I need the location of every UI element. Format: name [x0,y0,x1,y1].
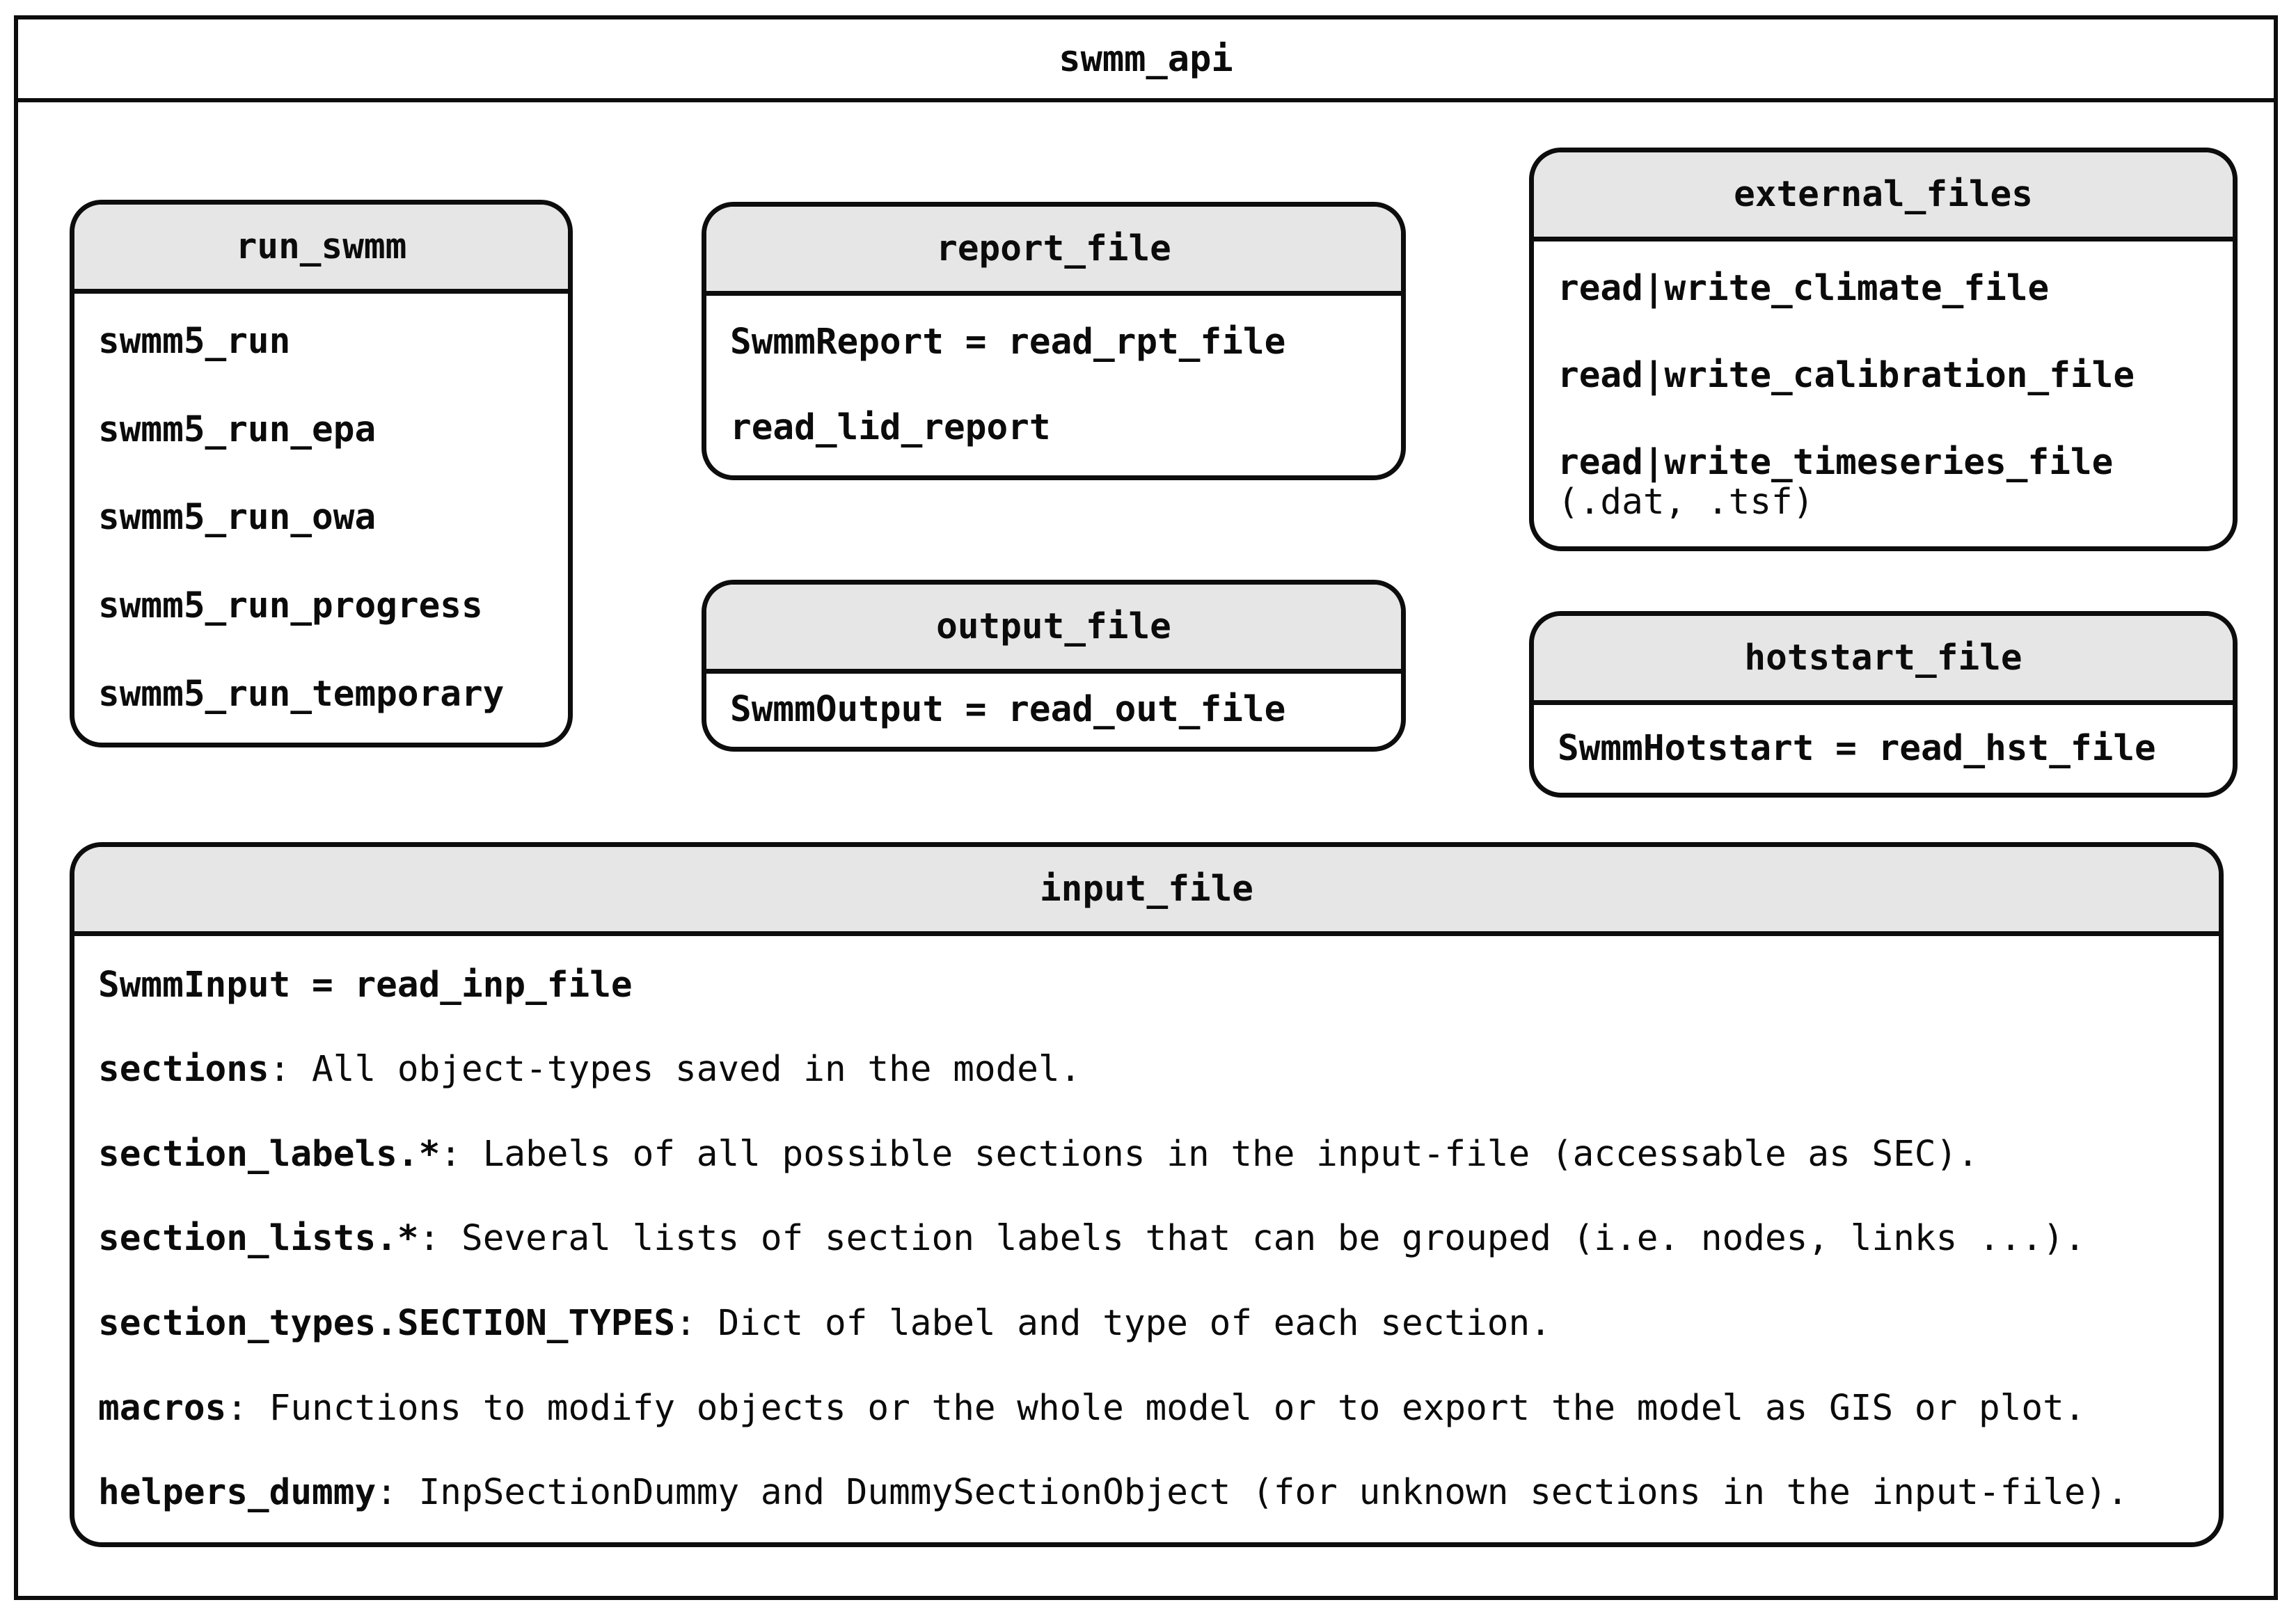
node-run-swmm: run_swmm swmm5_run swmm5_run_epa swmm5_r… [70,200,573,747]
node-title: report_file [936,228,1171,269]
node-body-external-files: read|write_climate_file read|write_calib… [1534,242,2233,546]
item-key: macros [98,1387,227,1429]
item-key: section_lists.* [98,1218,419,1260]
list-item: read|write_climate_file [1558,268,2209,310]
list-item: swmm5_run_owa [98,497,544,539]
node-input-file: input_file SwmmInput = read_inp_file sec… [70,842,2224,1547]
item-key: sections [98,1049,269,1091]
item-text: swmm5_run [98,321,291,363]
node-header-report-file: report_file [706,207,1401,296]
list-item: helpers_dummy: InpSectionDummy and Dummy… [98,1472,2195,1514]
list-item: swmm5_run_progress [98,585,544,627]
node-body-output-file: SwmmOutput = read_out_file [706,674,1401,747]
diagram-title-bar: swmm_api [18,19,2274,102]
item-description: : Functions to modify objects or the who… [226,1387,2086,1429]
item-description: : Several lists of section labels that c… [418,1218,2086,1260]
list-item: section_labels.*: Labels of all possible… [98,1134,2195,1175]
item-description: : Labels of all possible sections in the… [440,1133,1979,1175]
item-text: swmm5_run_epa [98,409,377,450]
list-item: SwmmReport = read_rpt_file [730,322,1377,363]
node-output-file: output_file SwmmOutput = read_out_file [702,580,1406,752]
item-description: : InpSectionDummy and DummySectionObject… [376,1472,2128,1514]
item-text: swmm5_run_temporary [98,673,505,715]
item-key: section_types.SECTION_TYPES [98,1302,676,1344]
list-item: SwmmHotstart = read_hst_file [1558,728,2209,770]
list-item: swmm5_run_epa [98,409,544,451]
list-item: macros: Functions to modify objects or t… [98,1388,2195,1430]
item-key: section_labels.* [98,1133,441,1175]
node-title: external_files [1734,174,2033,215]
item-description: : All object-types saved in the model. [269,1049,1082,1091]
item-note: (.dat, .tsf) [1558,481,1814,523]
node-title: output_file [936,606,1171,647]
list-item: SwmmInput = read_inp_file [98,965,2195,1006]
node-title: hotstart_file [1744,638,2022,679]
outer-frame: swmm_api [14,15,2278,1600]
node-body-report-file: SwmmReport = read_rpt_file read_lid_repo… [706,296,1401,475]
node-header-input-file: input_file [74,847,2219,936]
list-item: swmm5_run_temporary [98,674,544,715]
node-header-hotstart-file: hotstart_file [1534,616,2233,705]
item-text: swmm5_run_owa [98,497,377,539]
list-item: section_types.SECTION_TYPES: Dict of lab… [98,1303,2195,1345]
node-report-file: report_file SwmmReport = read_rpt_file r… [702,202,1406,480]
list-item: swmm5_run [98,321,544,363]
list-item: SwmmOutput = read_out_file [730,689,1377,731]
item-key: helpers_dummy [98,1472,377,1514]
list-item: read_lid_report [730,407,1377,449]
item-description: : Dict of label and type of each section… [675,1302,1551,1344]
item-text: read|write_timeseries_file [1558,442,2114,484]
diagram-title: swmm_api [1059,38,1233,80]
list-item: read|write_calibration_file [1558,355,2209,397]
item-text: read|write_calibration_file [1558,355,2135,397]
item-text: SwmmHotstart = read_hst_file [1558,727,2156,769]
list-item: read|write_timeseries_file(.dat, .tsf) [1558,442,2209,519]
item-text: SwmmOutput = read_out_file [730,689,1286,731]
item-key: SwmmInput = read_inp_file [98,964,633,1006]
node-header-run-swmm: run_swmm [74,205,568,294]
node-hotstart-file: hotstart_file SwmmHotstart = read_hst_fi… [1529,611,2238,798]
node-body-hotstart-file: SwmmHotstart = read_hst_file [1534,705,2233,793]
item-text: SwmmReport = read_rpt_file [730,322,1286,363]
node-header-external-files: external_files [1534,152,2233,242]
item-text: swmm5_run_progress [98,585,483,626]
node-title: input_file [1039,869,1254,910]
node-title: run_swmm [235,226,407,267]
list-item: section_lists.*: Several lists of sectio… [98,1218,2195,1260]
node-body-input-file: SwmmInput = read_inp_file sections: All … [74,936,2219,1542]
list-item: sections: All object-types saved in the … [98,1049,2195,1091]
item-text: read|write_climate_file [1558,268,2050,310]
node-body-run-swmm: swmm5_run swmm5_run_epa swmm5_run_owa sw… [74,294,568,743]
node-external-files: external_files read|write_climate_file r… [1529,148,2238,551]
node-header-output-file: output_file [706,585,1401,674]
item-text: read_lid_report [730,407,1051,449]
